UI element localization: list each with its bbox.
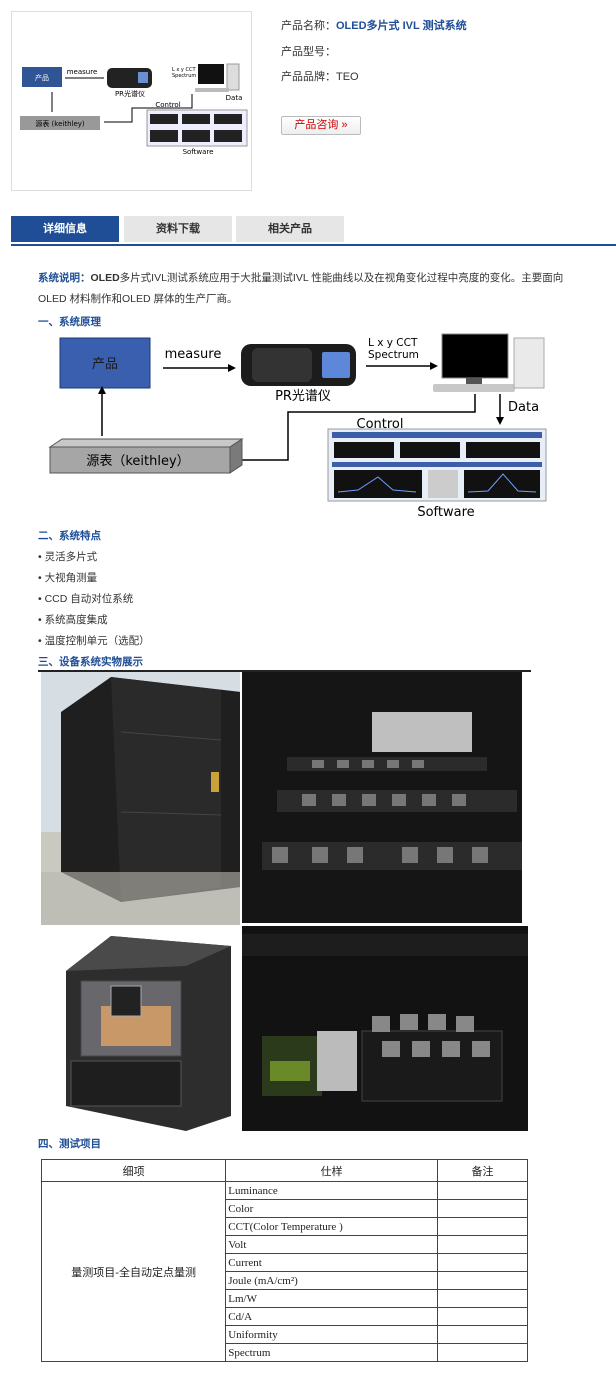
table-cell-empty <box>437 1325 528 1344</box>
keyboard-image <box>433 384 515 392</box>
tab-related-products[interactable]: 相关产品 <box>236 216 344 242</box>
product-brand-value: TEO <box>336 71 359 83</box>
table-cell-empty <box>437 1289 528 1308</box>
cad-render-svg <box>66 936 231 1131</box>
tab-downloads[interactable]: 资料下载 <box>124 216 232 242</box>
description-bold: OLED <box>90 272 120 284</box>
thumb-instrument-text: PR光谱仪 <box>115 89 145 98</box>
table-cell-empty <box>437 1199 528 1218</box>
table-cell: Luminance <box>225 1181 439 1200</box>
table-cell-empty <box>437 1235 528 1254</box>
table-header-cell: 仕样 <box>225 1159 439 1182</box>
table-group-label: 量测项目-全自动定点量测 <box>40 1181 227 1362</box>
control-arrow <box>238 394 476 461</box>
table-cell: Volt <box>225 1235 439 1254</box>
data-label: Data <box>508 400 539 415</box>
table-cell: Lm/W <box>225 1289 439 1308</box>
detail-tabs: 详细信息 资料下载 相关产品 <box>11 216 616 246</box>
test-items-table: 细项 仕样 备注 量测项目-全自动定点量测 Luminance Color CC… <box>40 1159 528 1362</box>
svg-text:Control: Control <box>155 101 180 109</box>
equipment-cabinet-photo <box>41 672 240 925</box>
table-cell-empty <box>437 1271 528 1290</box>
principle-diagram: 产品 measure PR光谱仪 L x y CCT Spectrum Data… <box>38 332 566 520</box>
table-cell: Joule (mA/cm²) <box>225 1271 439 1290</box>
feature-item: • 系统高度集成 <box>38 614 108 626</box>
table-cell-empty <box>437 1343 528 1362</box>
feature-item: • 灵活多片式 <box>38 551 98 563</box>
section-principle-heading: 一、系统原理 <box>38 316 101 328</box>
source-meter-box <box>49 446 231 474</box>
table-cell: Uniformity <box>225 1325 439 1344</box>
product-brand-label: 产品品牌： <box>281 71 336 83</box>
equipment-interior-photo-2 <box>242 926 528 1131</box>
cabinet-photo-svg <box>41 672 240 925</box>
svg-text:L x y CCT: L x y CCT <box>172 67 196 73</box>
source-meter-label: 源表（keithley） <box>86 454 189 469</box>
feature-item: • 大视角测量 <box>38 572 98 584</box>
table-cell: Cd/A <box>225 1307 439 1326</box>
description-text-2: OLED 材料制作和OLED 屏体的生产厂商。 <box>38 293 238 305</box>
product-name-value: OLED多片式 IVL 测试系统 <box>336 20 467 32</box>
measure-label: measure <box>165 347 222 362</box>
table-cell-empty <box>437 1217 528 1236</box>
svg-text:源表 (keithley): 源表 (keithley) <box>35 119 85 128</box>
table-cell: Color <box>225 1199 439 1218</box>
section-features-heading: 二、系统特点 <box>38 530 101 542</box>
thumb-measure-text: measure <box>67 68 98 76</box>
control-label: Control <box>357 417 404 432</box>
table-cell: CCT(Color Temperature ) <box>225 1217 439 1236</box>
system-description: 系统说明：OLED多片式IVL测试系统应用于大批量测试IVL 性能曲线以及在视角… <box>38 268 598 310</box>
product-name-label: 产品名称： <box>281 20 336 32</box>
section-test-items-heading: 四、测试项目 <box>38 1138 101 1150</box>
svg-text:Software: Software <box>183 148 214 156</box>
table-row: Spectrum <box>42 1343 528 1362</box>
product-consult-button[interactable]: 产品咨询 » <box>281 116 361 135</box>
feature-item: • 温度控制单元（选配） <box>38 635 150 647</box>
principle-diagram-svg: 产品 measure PR光谱仪 L x y CCT Spectrum Data… <box>48 333 547 520</box>
lxy-label: L x y CCT <box>368 337 418 349</box>
product-thumbnail[interactable]: 产品 measure PR光谱仪 L x y CCT Spectrum Data… <box>11 11 252 191</box>
spectrum-label: Spectrum <box>368 349 419 361</box>
equipment-interior-photo-1 <box>242 672 522 923</box>
equipment-cad-render <box>41 926 240 1131</box>
product-model-label: 产品型号： <box>281 46 336 58</box>
table-row: Volt <box>42 1235 528 1254</box>
interior-photo-1-svg <box>242 672 522 923</box>
table-header-cell: 备注 <box>437 1159 528 1182</box>
product-brand-row: 产品品牌：TEO <box>281 68 359 84</box>
thumb-product-box <box>22 67 62 87</box>
svg-text:Data: Data <box>226 94 243 102</box>
software-label: Software <box>417 505 474 520</box>
product-model-row: 产品型号： <box>281 43 336 59</box>
product-box <box>59 337 151 389</box>
monitor-image <box>441 333 509 379</box>
interior-photo-2-svg <box>242 926 528 1131</box>
section-equipment-heading: 三、设备系统实物展示 <box>38 656 143 668</box>
table-row: 量测项目-全自动定点量测 Luminance <box>40 1181 528 1362</box>
table-cell-empty <box>437 1181 528 1200</box>
product-box-label: 产品 <box>92 357 118 372</box>
table-row: Current <box>42 1253 528 1272</box>
pc-tower-image <box>513 337 545 389</box>
section-divider <box>38 670 531 672</box>
thumb-source-box <box>20 116 100 130</box>
thumbnail-diagram: 产品 measure PR光谱仪 L x y CCT Spectrum Data… <box>20 63 248 156</box>
table-header-row: 细项 仕样 备注 <box>40 1159 528 1182</box>
product-name-row: 产品名称：OLED多片式 IVL 测试系统 <box>281 17 467 33</box>
table-cell-empty <box>437 1307 528 1326</box>
table-cell-empty <box>437 1253 528 1272</box>
instrument-label: PR光谱仪 <box>275 389 331 404</box>
feature-item: • CCD 自动对位系统 <box>38 593 134 605</box>
table-cell: Spectrum <box>225 1343 439 1362</box>
thumb-monitor <box>198 64 224 84</box>
description-text: 多片式IVL测试系统应用于大批量测试IVL 性能曲线以及在视角变化过程中亮度的变… <box>119 272 564 284</box>
svg-text:Spectrum: Spectrum <box>172 73 196 79</box>
thumb-product-text: 产品 <box>35 73 49 82</box>
table-header-cell: 细项 <box>40 1159 227 1182</box>
tab-details[interactable]: 详细信息 <box>11 216 119 242</box>
description-label: 系统说明： <box>38 272 91 284</box>
table-cell: Current <box>225 1253 439 1272</box>
